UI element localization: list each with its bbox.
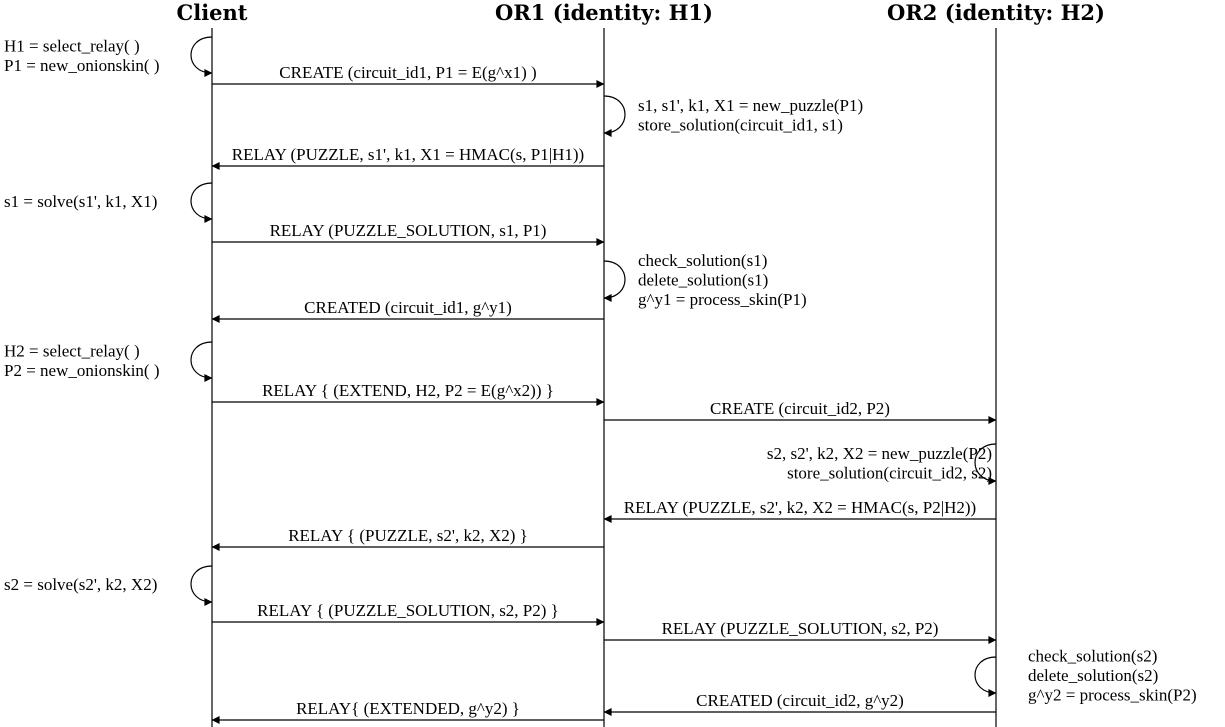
diagram-steps: H1 = select_relay( )P1 = new_onionskin( … xyxy=(4,36,1197,724)
self-call-label: delete_solution(s1) xyxy=(638,271,768,290)
message-label: RELAY (PUZZLE, s2', k2, X2 = HMAC(s, P2|… xyxy=(624,498,976,517)
message-label: RELAY (PUZZLE, s1', k1, X1 = HMAC(s, P1|… xyxy=(232,145,584,164)
self-call-label: P2 = new_onionskin( ) xyxy=(4,361,160,380)
self-call-label: check_solution(s1) xyxy=(638,251,767,270)
self-call-label: g^y1 = process_skin(P1) xyxy=(638,290,807,309)
message-label: RELAY { (PUZZLE, s2', k2, X2) } xyxy=(288,526,528,545)
self-call-label: H2 = select_relay( ) xyxy=(4,341,140,360)
self-call-label: check_solution(s2) xyxy=(1028,647,1157,666)
message-label: CREATED (circuit_id1, g^y1) xyxy=(304,298,512,317)
participant-header-or1: OR1 (identity: H1) xyxy=(495,0,713,25)
self-call-loop xyxy=(603,95,626,137)
self-call-loop xyxy=(974,656,997,697)
self-call-label: s1 = solve(s1', k1, X1) xyxy=(4,192,157,211)
self-call-loop xyxy=(190,36,213,77)
self-call-loop xyxy=(974,443,997,485)
self-call-label: P1 = new_onionskin( ) xyxy=(4,56,160,75)
self-call-loop xyxy=(190,182,213,223)
participant-header-or2: OR2 (identity: H2) xyxy=(887,0,1105,25)
self-call-label: store_solution(circuit_id1, s1) xyxy=(638,115,843,134)
message-label: RELAY (PUZZLE_SOLUTION, s2, P2) xyxy=(662,619,939,638)
self-call-loop xyxy=(190,565,213,606)
message-label: RELAY (PUZZLE_SOLUTION, s1, P1) xyxy=(270,221,547,240)
message-label: CREATE (circuit_id1, P1 = E(g^x1) ) xyxy=(279,63,536,82)
self-call-loop xyxy=(190,341,213,382)
self-call-label: H1 = select_relay( ) xyxy=(4,36,140,55)
self-call-label: delete_solution(s2) xyxy=(1028,666,1158,685)
self-call-label: g^y2 = process_skin(P2) xyxy=(1028,686,1197,705)
self-call-label: s2, s2', k2, X2 = new_puzzle(P2) xyxy=(767,444,992,463)
self-call-loop xyxy=(603,260,626,302)
self-call-label: store_solution(circuit_id2, s2) xyxy=(787,463,992,482)
participant-header-client: Client xyxy=(177,0,248,25)
self-call-label: s1, s1', k1, X1 = new_puzzle(P1) xyxy=(638,96,863,115)
message-label: RELAY { (EXTEND, H2, P2 = E(g^x2)) } xyxy=(262,381,554,400)
message-label: RELAY { (PUZZLE_SOLUTION, s2, P2) } xyxy=(257,601,559,620)
self-call-label: s2 = solve(s2', k2, X2) xyxy=(4,575,157,594)
message-label: RELAY{ (EXTENDED, g^y2) } xyxy=(296,699,520,718)
message-label: CREATE (circuit_id2, P2) xyxy=(710,399,890,418)
message-label: CREATED (circuit_id2, g^y2) xyxy=(696,691,904,710)
